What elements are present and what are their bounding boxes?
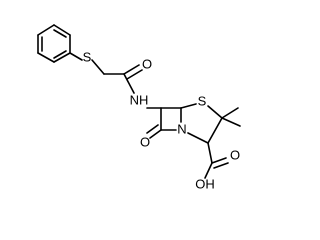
bond-benzene-inner-1 xyxy=(53,29,67,38)
bond-cooh-to-oh xyxy=(204,162,213,179)
bond-s-to-c2 xyxy=(207,105,223,119)
bond-c2-methyl-1 xyxy=(221,107,239,119)
atom-label-n-ring: N xyxy=(177,122,186,137)
atom-label-o-acid: O xyxy=(230,148,240,163)
bonds xyxy=(37,24,241,179)
bond-carbonyl-to-o-b xyxy=(126,69,143,80)
bond-c3-to-cooh xyxy=(207,142,213,164)
atom-label-nh-amide: NH xyxy=(130,93,149,108)
bond-benzene-4 xyxy=(37,52,55,63)
atom-labels: S O NH S N O O OH xyxy=(83,50,240,192)
bond-benzene-3 xyxy=(53,52,71,63)
bond-sulfur-to-ch2 xyxy=(91,59,105,75)
bond-benzene-inner-2 xyxy=(53,50,67,59)
bond-c7-to-o-b xyxy=(146,124,159,134)
bond-ring-to-sulfur xyxy=(69,52,83,61)
bond-cooh-to-o-a xyxy=(211,157,227,164)
bond-c2-methyl-2 xyxy=(221,117,241,127)
structure-diagram: S O NH S N O O OH xyxy=(37,24,241,192)
bond-benzene-1 xyxy=(53,24,71,36)
bond-c5-to-s xyxy=(180,103,197,109)
bond-benzene-6 xyxy=(37,24,55,36)
bond-c7-to-o-a xyxy=(149,129,162,139)
bond-carbonyl-to-o-a xyxy=(123,64,140,75)
atom-label-o-lactam: O xyxy=(140,135,150,150)
bond-c3-to-n xyxy=(187,132,209,144)
atom-label-s-thioether: S xyxy=(83,50,92,65)
bond-carbonyl-to-nh xyxy=(123,73,135,94)
bond-c2-to-c3 xyxy=(207,117,223,144)
bond-cooh-to-o-b xyxy=(213,162,229,169)
molecule-figure: S O NH S N O O OH xyxy=(37,24,241,192)
atom-label-o-amide: O xyxy=(142,57,152,72)
atom-label-s-ring: S xyxy=(198,94,207,109)
atom-label-oh-acid: OH xyxy=(195,177,215,192)
